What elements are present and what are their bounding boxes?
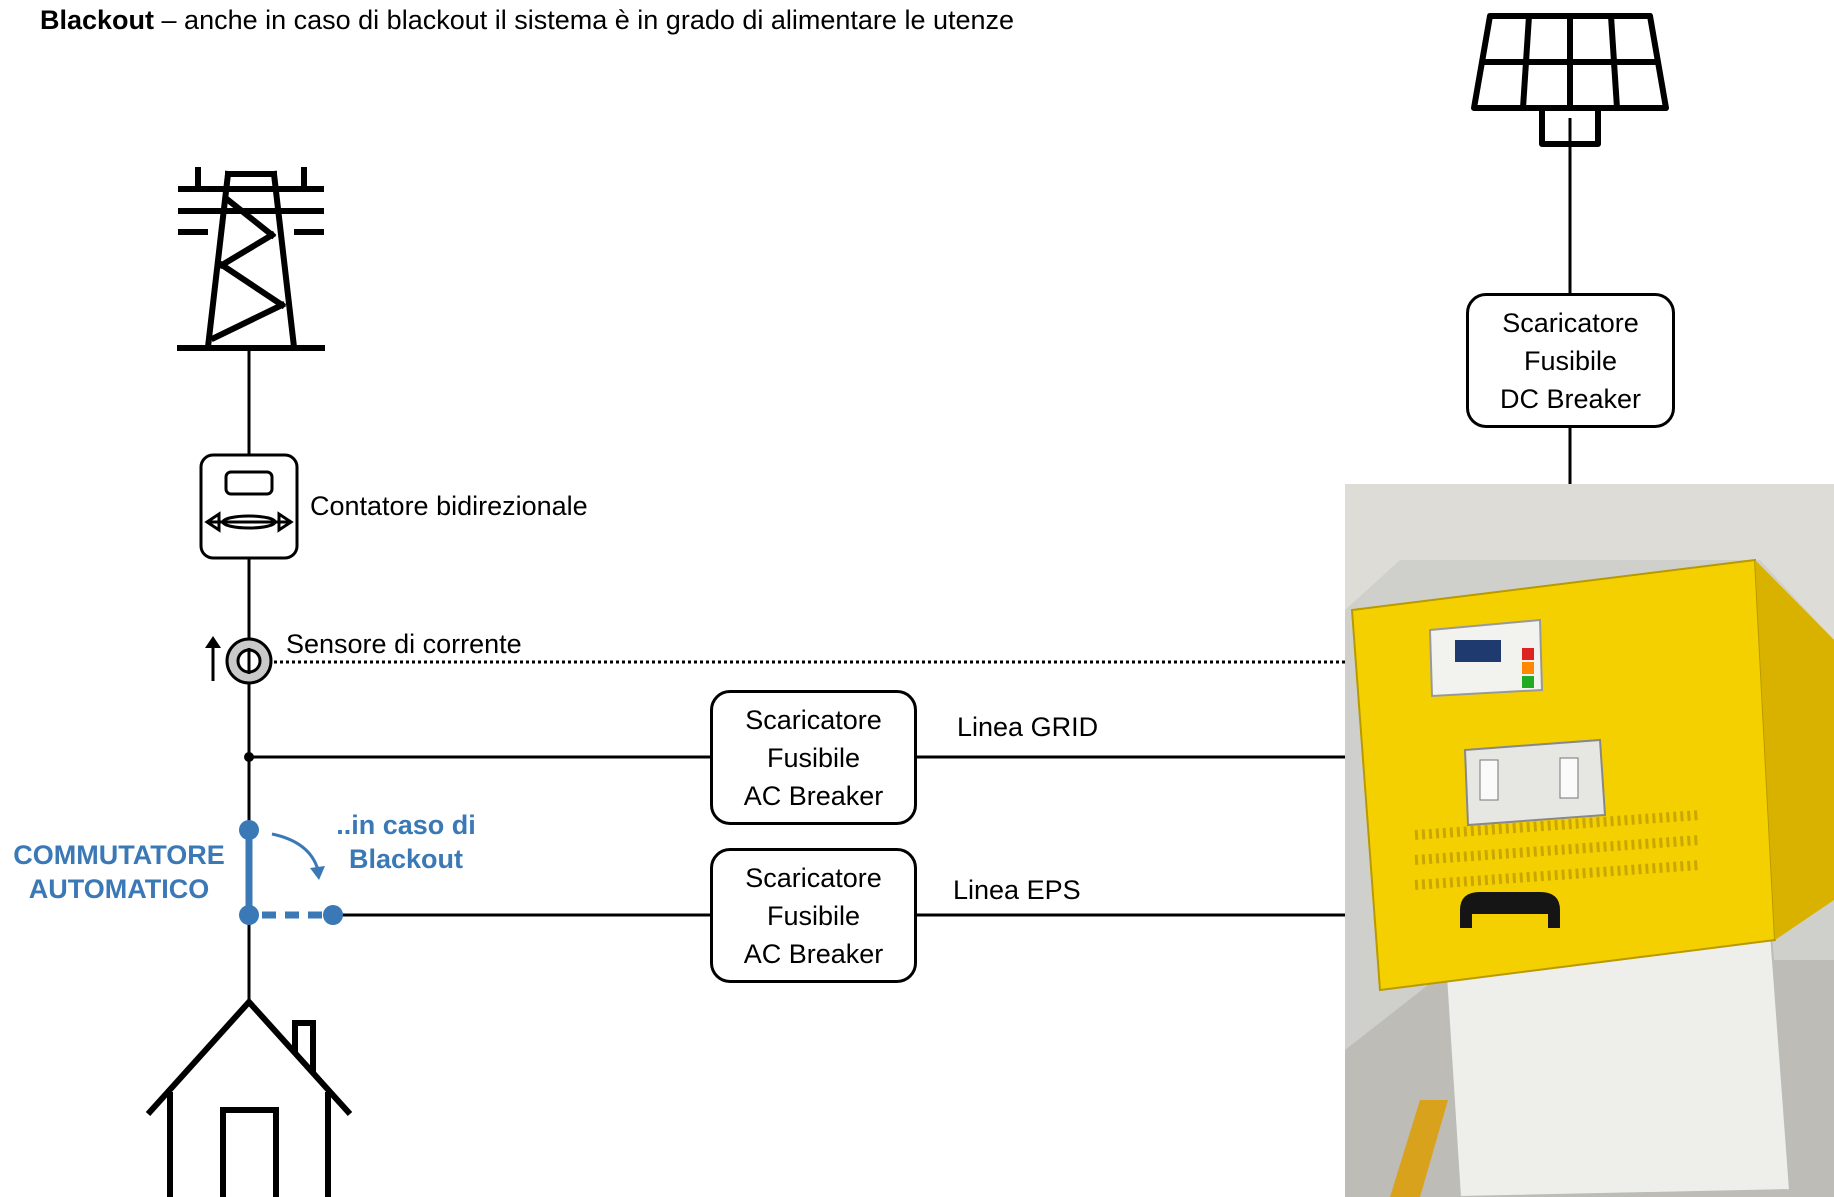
automatic-switch xyxy=(239,820,343,925)
inverter-photo xyxy=(1345,484,1834,1197)
solar-panel-icon xyxy=(1471,13,1669,147)
eps-box-line2: Fusibile xyxy=(766,900,861,931)
heading-bold: Blackout xyxy=(40,5,155,35)
dc-box-line2: Fusibile xyxy=(1523,345,1618,376)
grid-box-line3: AC Breaker xyxy=(743,780,884,811)
blackout-note: ..in caso di Blackout xyxy=(330,808,482,876)
switch-title: COMMUTATORE AUTOMATICO xyxy=(6,838,232,906)
house-icon xyxy=(145,997,353,1197)
blackout-note-line1: ..in caso di xyxy=(336,810,476,840)
main-wire xyxy=(247,118,1572,1002)
current-sensor-icon xyxy=(205,636,273,685)
eps-line-label: Linea EPS xyxy=(953,875,1081,905)
sensor-label: Sensore di corrente xyxy=(286,629,522,659)
switch-title-line1: COMMUTATORE xyxy=(13,840,225,870)
blackout-note-line2: Blackout xyxy=(348,844,464,874)
grid-protection-box: Scaricatore Fusibile AC Breaker xyxy=(710,690,917,825)
eps-protection-box: Scaricatore Fusibile AC Breaker xyxy=(710,848,917,983)
dc-box-line1: Scaricatore xyxy=(1502,307,1639,338)
power-pylon-icon xyxy=(177,167,325,351)
dc-protection-box: Scaricatore Fusibile DC Breaker xyxy=(1466,293,1675,428)
dc-box-line3: DC Breaker xyxy=(1499,383,1642,414)
eps-box-line3: AC Breaker xyxy=(743,938,884,969)
grid-line-label: Linea GRID xyxy=(957,712,1099,742)
meter-label: Contatore bidirezionale xyxy=(310,491,588,521)
meter-icon xyxy=(199,453,299,560)
eps-box-line1: Scaricatore xyxy=(745,862,882,893)
heading-text: – anche in caso di blackout il sistema è… xyxy=(154,5,1015,35)
switch-title-line2: AUTOMATICO xyxy=(28,874,210,904)
grid-box-line2: Fusibile xyxy=(766,742,861,773)
junction-dot xyxy=(244,752,254,762)
page-heading: Blackout – anche in caso di blackout il … xyxy=(40,2,1014,38)
grid-box-line1: Scaricatore xyxy=(745,704,882,735)
